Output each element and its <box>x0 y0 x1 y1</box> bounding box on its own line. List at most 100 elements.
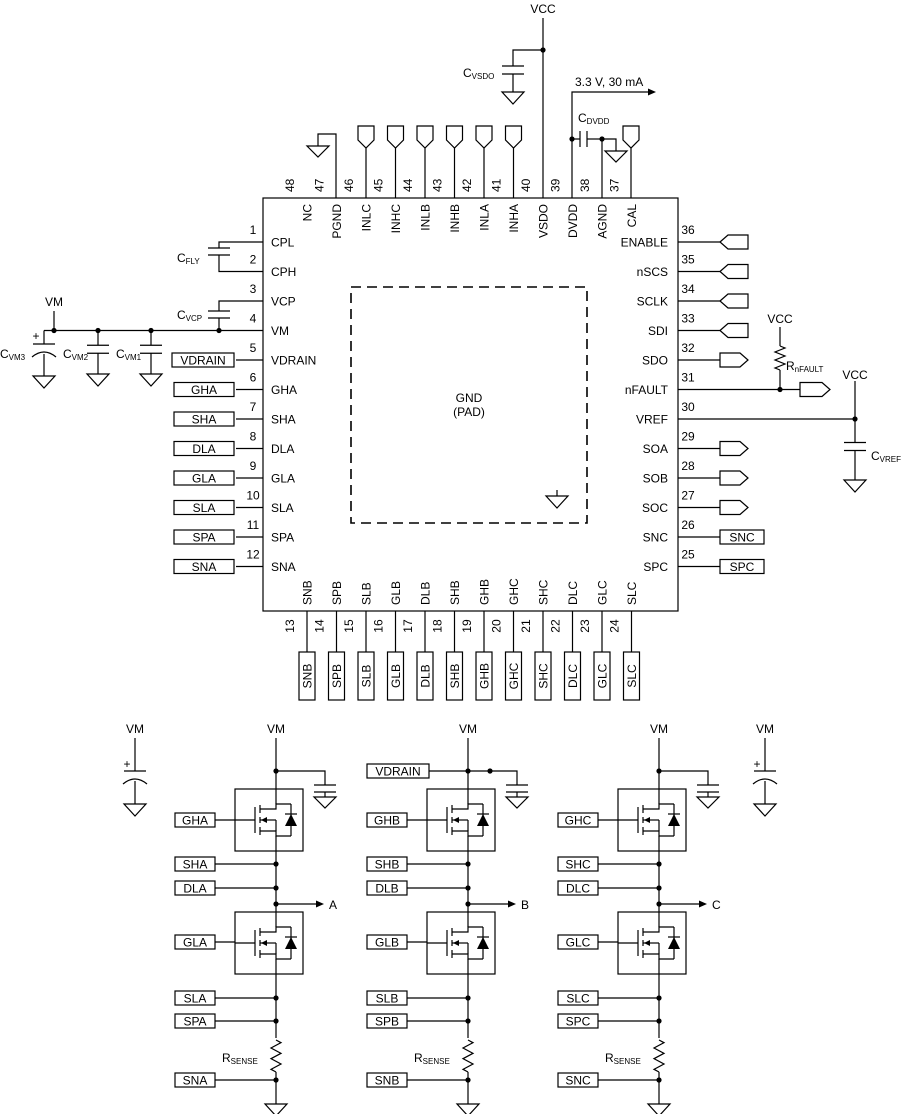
wire <box>659 770 709 785</box>
ground-icon <box>455 1103 481 1114</box>
label-main: C <box>63 347 72 361</box>
pin-number: 21 <box>519 619 533 633</box>
pin-name: CPL <box>271 236 295 250</box>
net-tag-slc-label: SLC <box>625 664 639 688</box>
net-tag-sna-label: SNA <box>192 560 217 574</box>
label-main: C <box>463 66 472 80</box>
net-tag-dlc <box>563 651 582 701</box>
pin-number: 33 <box>681 312 695 326</box>
pin-number: 12 <box>246 548 260 562</box>
pin-name: DVDD <box>566 204 580 238</box>
pin-name: VDRAIN <box>271 354 316 368</box>
pin-name: AGND <box>596 204 610 239</box>
net-tag-drain-low-label: DLB <box>375 882 398 896</box>
pin-name: SOC <box>642 501 668 515</box>
wire <box>452 953 483 960</box>
polarity-plus: + <box>123 757 130 771</box>
pin-number: 29 <box>681 430 695 444</box>
ground-icon <box>752 803 778 817</box>
ground-icon <box>138 373 164 387</box>
label-subscript: VREF <box>880 455 901 464</box>
pin-number: 30 <box>681 400 695 414</box>
wire <box>452 830 483 837</box>
net-tag-dlc-label: DLC <box>566 664 580 688</box>
junction-dot <box>656 1018 662 1024</box>
ground-icon <box>312 796 338 809</box>
label-main: C <box>177 308 186 322</box>
dvdd-wire <box>571 91 648 198</box>
pin-number: 4 <box>250 312 257 326</box>
cvsdo-label: CVSDO <box>463 66 494 81</box>
input-port-icon <box>416 125 434 149</box>
schematic-labels: GND(PAD)1CPL2CPH3VCP4VM5VDRAIN6GHA7SHA8D… <box>0 2 901 1088</box>
net-tag-dlb-label: DLB <box>419 664 433 687</box>
pin-number: 26 <box>681 518 695 532</box>
net-tag-spc-label: SPC <box>730 560 755 574</box>
vcc-label: VCC <box>842 368 868 382</box>
pin-name: PGND <box>330 204 344 239</box>
pin-name: GHC <box>507 578 521 605</box>
pin-number: 34 <box>681 282 695 296</box>
pin-name: VSDO <box>537 204 551 238</box>
pin-number: 9 <box>250 459 257 473</box>
vm-label: VM <box>126 722 144 736</box>
pin-number: 37 <box>608 178 622 192</box>
net-tag-sense-negative-label: SNB <box>375 1074 400 1088</box>
wire <box>218 300 236 311</box>
pin-name: SPA <box>271 531 294 545</box>
pin-name: DLB <box>419 582 433 605</box>
net-tag-ghb-label: GHB <box>478 663 492 689</box>
resistor-icon <box>652 1039 666 1073</box>
net-tag-source-high-label: SHB <box>375 858 400 872</box>
pin-number: 3 <box>250 282 257 296</box>
pin-number: 23 <box>578 619 592 633</box>
net-tag-shb <box>445 651 464 701</box>
wire <box>643 830 674 837</box>
pin-name: SNC <box>643 531 669 545</box>
pin-number: 10 <box>246 489 260 503</box>
pin-number: 24 <box>608 619 622 633</box>
net-tag-source-high-label: SHA <box>183 858 208 872</box>
ground-icon <box>31 375 57 389</box>
input-port-icon <box>719 322 749 339</box>
pin-number: 46 <box>342 178 356 192</box>
pin-number: 16 <box>372 619 386 633</box>
net-tag-shc-label: SHC <box>537 663 551 689</box>
capacitor-curved-plate <box>122 778 148 785</box>
pin-name: SNB <box>301 580 315 605</box>
pin-name: nSCS <box>637 265 668 279</box>
pin-number: 11 <box>247 518 260 532</box>
pin-name: SLC <box>625 581 639 605</box>
pin-number: 13 <box>283 619 297 633</box>
net-tag-spa <box>173 529 235 545</box>
label-subscript: SENSE <box>231 1057 258 1066</box>
pin-name: SOB <box>643 472 668 486</box>
net-tag-drain-low-label: DLC <box>566 882 590 896</box>
capacitor-curved-plate <box>31 351 57 358</box>
net-tag-glc <box>593 651 611 701</box>
net-tag-slb-label: SLB <box>360 665 374 688</box>
pin-number: 45 <box>372 178 386 192</box>
label-main: C <box>177 251 186 265</box>
pin-name: GLB <box>389 581 403 605</box>
pin-name: VCP <box>271 295 296 309</box>
wire <box>260 953 291 960</box>
net-tag-glb-label: GLB <box>389 664 403 688</box>
net-tag-vdrain-label: VDRAIN <box>180 354 225 368</box>
label-subscript: VM1 <box>125 353 142 362</box>
pin-number: 40 <box>519 178 533 192</box>
pin-name: VM <box>271 324 289 338</box>
pin-number: 7 <box>250 400 257 414</box>
resistor-icon <box>773 345 787 371</box>
body-diode-icon <box>477 814 489 826</box>
pin-number: 5 <box>250 341 257 355</box>
body-diode-icon <box>477 937 489 949</box>
pin-name: GLC <box>596 580 610 605</box>
vcc-label: VCC <box>530 2 556 16</box>
cvm1-label: CVM1 <box>116 347 142 362</box>
net-tag-glc-label: GLC <box>596 663 610 688</box>
ground-icon <box>842 479 868 493</box>
junction-dot <box>273 1018 279 1024</box>
rsense-label: RSENSE <box>414 1051 450 1066</box>
input-port-icon <box>719 263 749 280</box>
